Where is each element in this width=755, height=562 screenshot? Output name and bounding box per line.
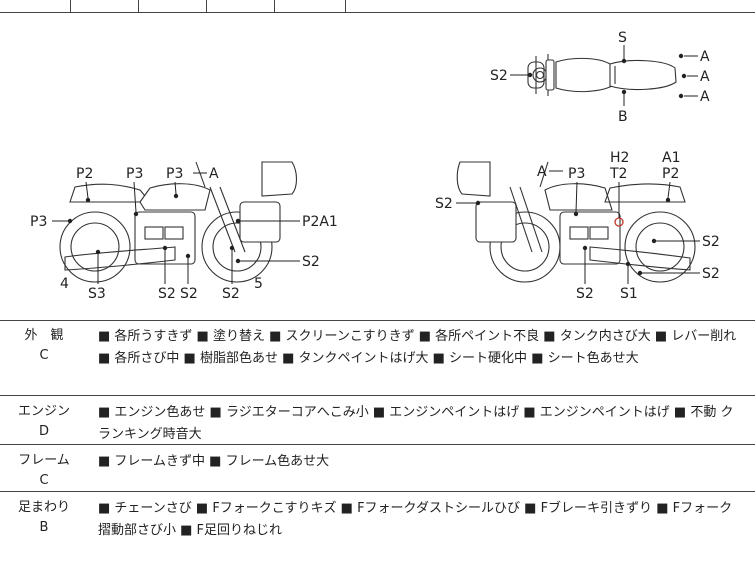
left-label-2: P3	[126, 166, 143, 182]
condition-items: ■ フレームきず中 ■ フレーム色あせ大	[98, 454, 330, 469]
top-label-3: A	[700, 49, 710, 65]
top-view-labels: S S2 A A A B	[490, 30, 710, 125]
left-label-4: A	[209, 166, 219, 182]
condition-row-frame: フレーム C ■ フレームきず中 ■ フレーム色あせ大	[0, 445, 755, 492]
header-row-remnant	[0, 0, 755, 13]
top-label-1: S	[618, 30, 627, 46]
condition-items: ■ エンジン色あせ ■ ラジエターコアへこみ小 ■ エンジンペイントはげ ■ エ…	[98, 405, 734, 442]
condition-category: 外 観 C	[0, 320, 88, 366]
condition-row-suspension: 足まわり B ■ チェーンさび ■ Fフォークこすりキズ ■ Fフォークダストシ…	[0, 492, 755, 562]
left-label-10: S2	[158, 286, 176, 302]
condition-items: ■ 各所うすきず ■ 塗り替え ■ スクリーンこすりきず ■ 各所ペイント不良 …	[98, 329, 737, 366]
condition-category: 足まわり B	[0, 492, 88, 538]
top-label-4: A	[700, 69, 710, 85]
left-label-11: S2	[180, 286, 198, 302]
left-label-13: 5	[254, 276, 263, 292]
category-grade: C	[39, 473, 49, 488]
top-label-5: A	[700, 89, 710, 105]
right-label-1: H2	[610, 150, 629, 166]
category-grade: C	[39, 348, 49, 363]
top-label-6: B	[618, 109, 628, 125]
category-name: 足まわり	[17, 500, 70, 515]
right-label-8: S2	[702, 234, 720, 250]
right-label-11: S1	[620, 286, 638, 302]
left-label-12: S2	[222, 286, 240, 302]
right-label-2: T2	[609, 166, 627, 182]
left-label-1: P2	[76, 166, 93, 182]
left-label-8: 4	[60, 276, 69, 292]
condition-category: エンジン D	[0, 396, 88, 442]
left-label-9: S3	[88, 286, 106, 302]
right-label-6: P3	[568, 166, 585, 182]
motorcycle-diagram-svg: S S2 A A A B	[30, 30, 720, 302]
top-label-2: S2	[490, 68, 508, 84]
condition-row-exterior: 外 観 C ■ 各所うすきず ■ 塗り替え ■ スクリーンこすりきず ■ 各所ペ…	[0, 320, 755, 396]
left-label-3: P3	[166, 166, 183, 182]
condition-items: ■ チェーンさび ■ Fフォークこすりキズ ■ Fフォークダストシールひび ■ …	[98, 501, 733, 538]
category-name: エンジン	[17, 404, 70, 419]
right-label-7: S2	[435, 196, 453, 212]
right-view-motorcycle	[456, 161, 696, 283]
condition-row-engine: エンジン D ■ エンジン色あせ ■ ラジエターコアへこみ小 ■ エンジンペイン…	[0, 396, 755, 445]
category-grade: D	[38, 424, 49, 439]
right-label-4: P2	[662, 166, 679, 182]
right-view-labels: H2 T2 A1 P2 A P3 S2 S2 S2 S2 S1	[435, 150, 720, 302]
right-label-10: S2	[576, 286, 594, 302]
category-name: 外 観	[24, 328, 64, 343]
right-label-9: S2	[702, 266, 720, 282]
left-view-labels: P2 P3 P3 A P3 P2A1 S2 4 S3 S2 S2	[30, 166, 338, 302]
category-grade: B	[39, 520, 49, 535]
top-view-motorcycle	[527, 54, 677, 96]
condition-category: フレーム C	[0, 445, 88, 491]
category-name: フレーム	[18, 453, 70, 468]
left-label-6: P2A1	[302, 214, 338, 230]
damage-diagram: S S2 A A A B	[0, 12, 755, 321]
right-label-5: A	[537, 164, 547, 180]
condition-table: 外 観 C ■ 各所うすきず ■ 塗り替え ■ スクリーンこすりきず ■ 各所ペ…	[0, 320, 755, 562]
left-label-7: S2	[302, 254, 320, 270]
left-label-5: P3	[30, 214, 47, 230]
right-label-3: A1	[662, 150, 680, 166]
